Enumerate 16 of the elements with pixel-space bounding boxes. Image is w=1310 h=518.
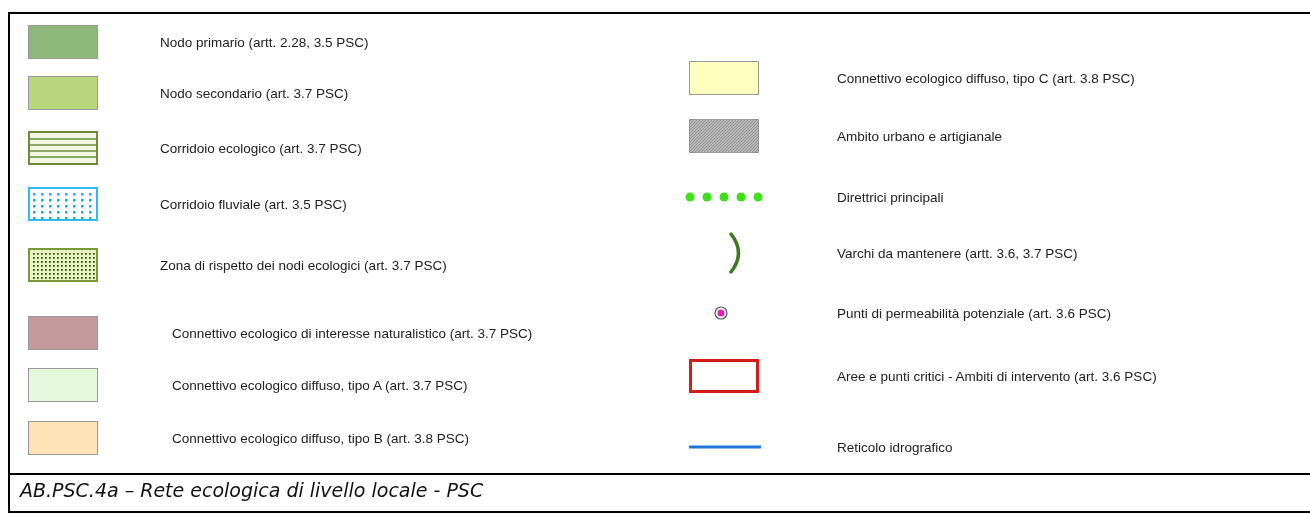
legend-label: Zona di rispetto dei nodi ecologici (art. 3.7 PSC) (160, 257, 447, 273)
legend-label: Nodo secondario (art. 3.7 PSC) (160, 85, 349, 101)
legend-label: Punti di permeabilità potenziale (art. 3.6 PSC) (837, 305, 1111, 321)
legend-label: Corridoio ecologico (art. 3.7 PSC) (160, 140, 362, 156)
legend-label: Aree e punti critici - Ambiti di intervento (art. 3.6 PSC) (837, 368, 1157, 384)
legend-label: Varchi da mantenere (artt. 3.6, 3.7 PSC) (837, 245, 1078, 261)
legend-label: Connettivo ecologico diffuso, tipo C (art. 3.8 PSC) (837, 70, 1135, 86)
legend-label: Reticolo idrografico (837, 439, 953, 455)
legend-label: Corridoio fluviale (art. 3.5 PSC) (160, 196, 347, 212)
legend-label: Direttrici principali (837, 189, 944, 205)
legend-label: Nodo primario (artt. 2.28, 3.5 PSC) (160, 34, 369, 50)
caption: AB.PSC.4a – Rete ecologica di livello locale - PSC (20, 479, 484, 501)
legend-label: Connettivo ecologico diffuso, tipo B (art. 3.8 PSC) (172, 430, 469, 446)
legend-label: Connettivo ecologico di interesse naturalistico (art. 3.7 PSC) (172, 325, 533, 341)
legend-label: Ambito urbano e artigianale (837, 128, 1003, 144)
legend-label: Connettivo ecologico diffuso, tipo A (art. 3.7 PSC) (172, 377, 468, 393)
